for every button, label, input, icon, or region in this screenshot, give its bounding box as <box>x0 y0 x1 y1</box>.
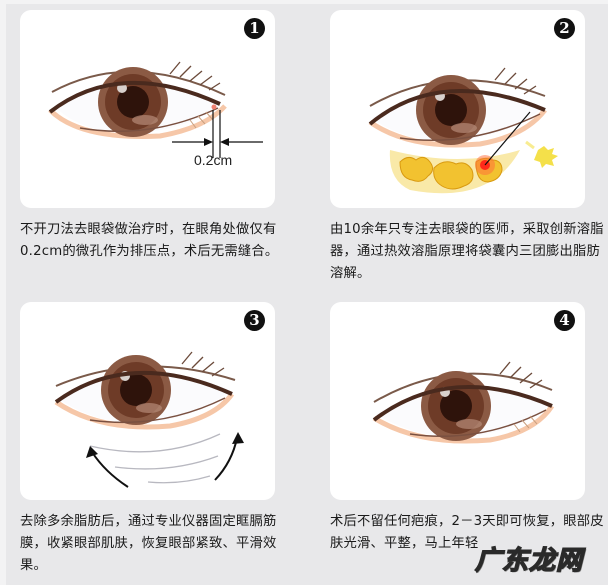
arrow-curve-left <box>91 451 129 488</box>
step-1-illustration-card: 1 <box>20 10 275 208</box>
step-2-caption: 由10余年只专注去眼袋的医师，采取创新溶脂器，通过热效溶脂原理将袋囊内三团膨出脂… <box>330 222 604 281</box>
measurement-indicator <box>172 110 263 158</box>
dissolved-fat-splash-icon <box>534 146 558 168</box>
page-edge-top <box>0 0 608 4</box>
step-number-badge: 2 <box>554 18 575 39</box>
step-2-illustration-card: 2 <box>330 10 585 208</box>
arrow-up-right-icon <box>232 432 244 444</box>
lower-lash-icon <box>189 111 214 129</box>
watermark-logo: 广东龙网 <box>474 545 584 576</box>
arrow-left-icon <box>220 138 229 146</box>
step-1-caption: 不开刀法去眼袋做治疗时，在眼角处做仅有0.2cm的微孔作为排压点，术后无需缝合。 <box>20 222 279 259</box>
eye-illustration-tightening <box>54 351 244 488</box>
lower-lash-icon <box>513 415 538 433</box>
page-edge-left <box>0 0 6 585</box>
arrow-up-left-icon <box>86 446 98 458</box>
step-3-caption: 去除多余脂肪后，通过专业仪器固定眶膈筋膜，收紧眼部肌肤，恢复眼部紧致、平滑效果。 <box>20 514 277 573</box>
eye-illustration-micro-incision <box>48 61 263 158</box>
step-4-illustration-card: 4 <box>330 302 585 500</box>
step-4-caption: 术后不留任何疤痕，2－3天即可恢复，眼部皮肤光滑、平整，马上年轻 <box>330 514 604 551</box>
step-number-badge: 3 <box>244 310 265 331</box>
eyelash-icon <box>169 61 221 91</box>
arrow-right-icon <box>204 138 213 146</box>
step-3-illustration-card: 3 <box>20 302 275 500</box>
arrow-curve-right <box>214 437 238 481</box>
eyelash-icon <box>181 351 225 377</box>
eye-illustration-recovered <box>372 361 555 444</box>
eyelash-icon <box>499 361 543 389</box>
eyelash-icon <box>494 67 537 95</box>
eye-illustration-fat-dissolving <box>368 67 558 194</box>
step-number-badge: 4 <box>554 310 575 331</box>
step-number-badge: 1 <box>244 18 265 39</box>
measurement-label: 0.2cm <box>194 152 233 168</box>
cannula-line <box>484 111 531 166</box>
skin-contour-lines <box>89 433 221 484</box>
